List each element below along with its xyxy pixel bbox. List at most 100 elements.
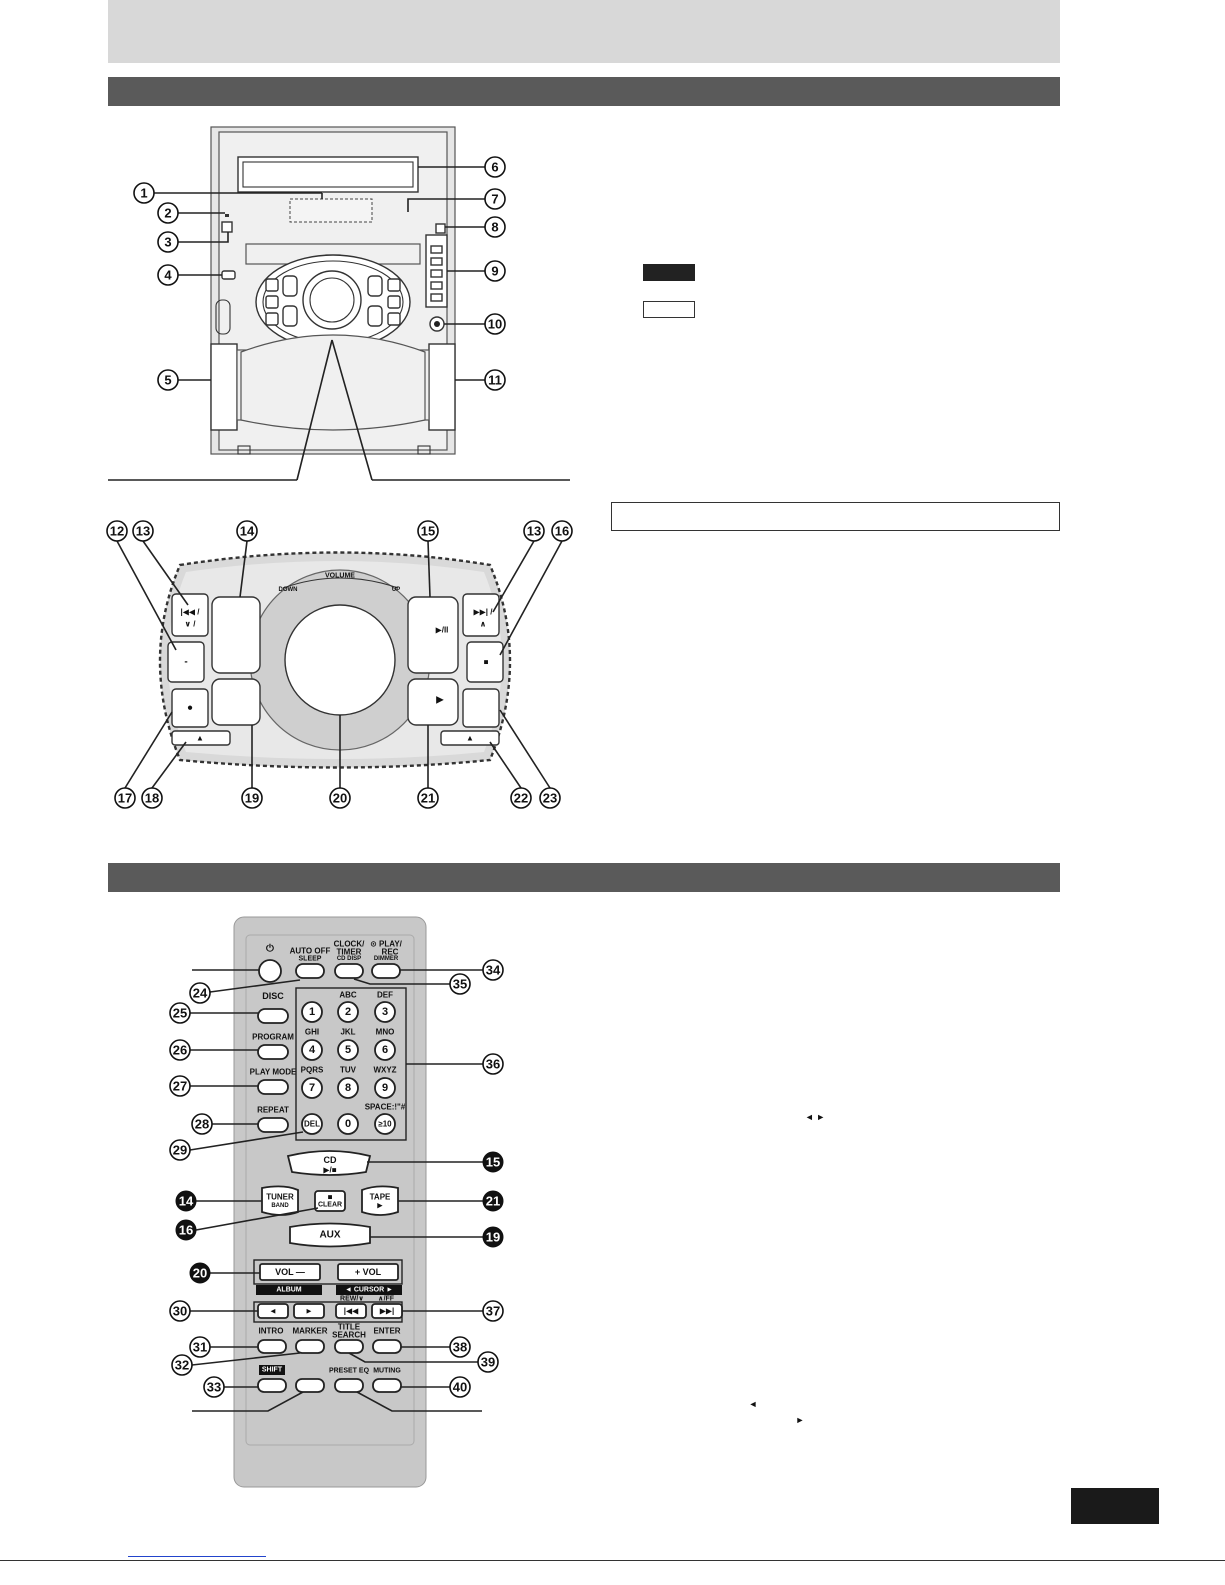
minus-button-panel[interactable] xyxy=(167,641,205,683)
remote-program-button[interactable] xyxy=(257,1044,289,1060)
remote-muting-button[interactable] xyxy=(372,1378,402,1393)
remote-vol-up-button[interactable] xyxy=(337,1263,399,1281)
remote-space-label: SPACE:!"# xyxy=(365,1103,406,1112)
remote-unlabeled-button xyxy=(295,1378,325,1393)
remote-ghi-label: GHI xyxy=(305,1028,319,1037)
page-number-tab xyxy=(1071,1488,1159,1524)
remote-key-4[interactable] xyxy=(301,1039,323,1061)
remote-key-1[interactable] xyxy=(301,1001,323,1023)
power-button[interactable] xyxy=(221,221,233,233)
skip-fwd-button-panel[interactable] xyxy=(462,593,500,637)
panel-volume-knob[interactable] xyxy=(284,604,396,716)
remote-disc-button[interactable] xyxy=(257,1008,289,1024)
standby-indicator xyxy=(225,214,229,217)
panel-eject-left-label: ▲ xyxy=(196,734,204,743)
remote-preset-eq-button[interactable] xyxy=(334,1378,364,1393)
callout-2 xyxy=(157,202,179,224)
panel-minus-label: - xyxy=(184,657,187,668)
display-window xyxy=(289,198,373,223)
callout-34-label: 34 xyxy=(486,963,501,978)
legend-empty-box xyxy=(643,301,695,318)
remote-power-button[interactable] xyxy=(258,959,282,983)
panel-skip-back-label: |◀◀ / xyxy=(181,608,201,617)
callout-20 xyxy=(329,787,351,809)
remote-sleep-label: SLEEP xyxy=(299,956,322,963)
callout-14 xyxy=(236,520,258,542)
callout-15-remote-label: 15 xyxy=(486,1155,500,1170)
remote-rew-label: REW/∨ xyxy=(340,1296,364,1303)
remote-mno-label: MNO xyxy=(376,1028,395,1037)
remote-cd-button[interactable] xyxy=(286,1150,372,1176)
remote-shift-button[interactable] xyxy=(257,1378,287,1393)
remote-rew-symbol: |◀◀ xyxy=(344,1307,359,1316)
remote-del-button[interactable] xyxy=(301,1113,323,1135)
callout-15-remote xyxy=(482,1151,504,1173)
stop-button-panel[interactable] xyxy=(466,641,504,683)
sensor-button[interactable] xyxy=(435,223,446,234)
remote-rew-button[interactable] xyxy=(335,1303,367,1319)
remote-key-4-label: 4 xyxy=(309,1044,316,1056)
callout-12 xyxy=(106,520,128,542)
remote-cd-disp-button[interactable] xyxy=(334,963,364,979)
sound-button[interactable] xyxy=(221,270,236,280)
callout-22-label: 22 xyxy=(514,791,528,806)
panel-stop-label: ■ xyxy=(484,658,489,667)
remote-clear-button[interactable] xyxy=(314,1190,346,1212)
remote-title-search-button[interactable] xyxy=(334,1339,364,1354)
callout-38 xyxy=(449,1336,471,1358)
callout-7-label: 7 xyxy=(491,192,498,207)
remote-key-10[interactable] xyxy=(374,1113,396,1135)
remote-key-9[interactable] xyxy=(374,1077,396,1099)
remote-key-8[interactable] xyxy=(337,1077,359,1099)
skip-back-button-panel[interactable] xyxy=(171,593,209,637)
remote-key-6[interactable] xyxy=(374,1039,396,1061)
aux-button-panel[interactable] xyxy=(211,678,261,726)
panel-eject-right-label: ▲ xyxy=(466,734,474,743)
remote-enter-button[interactable] xyxy=(372,1339,402,1354)
callout-13b-label: 13 xyxy=(527,524,541,539)
remote-sleep-button[interactable] xyxy=(295,963,325,979)
remote-marker-button[interactable] xyxy=(295,1339,325,1354)
rec-button-panel[interactable] xyxy=(171,688,209,728)
remote-repeat-button[interactable] xyxy=(257,1117,289,1133)
text-arrow-3: ► xyxy=(796,1415,805,1425)
remote-tuner-label: TUNER xyxy=(266,1193,294,1202)
callout-37 xyxy=(482,1300,504,1322)
remote-aux-button[interactable] xyxy=(289,1222,371,1248)
tuner-button-panel[interactable] xyxy=(211,596,261,674)
remote-cd-label: CD xyxy=(324,1155,337,1165)
callout-19-label: 19 xyxy=(245,791,259,806)
remote-key-3-label: 3 xyxy=(382,1006,388,1018)
callout-32-label: 32 xyxy=(175,1358,189,1373)
remote-tape-button[interactable] xyxy=(361,1185,399,1216)
callout-24-label: 24 xyxy=(193,986,208,1001)
disc-tray[interactable] xyxy=(237,156,419,193)
cd-play-button-panel[interactable] xyxy=(407,596,459,674)
remote-key-5[interactable] xyxy=(337,1039,359,1061)
remote-key-2[interactable] xyxy=(337,1001,359,1023)
panel-down-label: DOWN xyxy=(279,587,298,593)
remote-key-0[interactable] xyxy=(337,1113,359,1135)
callout-14-remote-label: 14 xyxy=(179,1194,194,1209)
header-band xyxy=(108,0,1060,63)
tape-play-button-panel[interactable] xyxy=(407,678,459,726)
callout-14-remote xyxy=(175,1190,197,1212)
callout-26 xyxy=(169,1039,191,1061)
callout-30-label: 30 xyxy=(173,1304,187,1319)
remote-intro-button[interactable] xyxy=(257,1339,287,1354)
callout-13 xyxy=(132,520,154,542)
deck-button-panel[interactable] xyxy=(462,688,500,728)
remote-album-up-button[interactable] xyxy=(293,1303,325,1319)
remote-key-7[interactable] xyxy=(301,1077,323,1099)
callout-25 xyxy=(169,1002,191,1024)
remote-vol-down-button[interactable] xyxy=(259,1263,321,1281)
remote-key-3[interactable] xyxy=(374,1001,396,1023)
remote-dimmer-button[interactable] xyxy=(371,963,401,979)
callout-28 xyxy=(191,1113,213,1135)
remote-cd-disp-label: CD DISP xyxy=(337,956,361,962)
remote-jkl-label: JKL xyxy=(340,1028,355,1037)
volume-knob[interactable] xyxy=(302,270,362,330)
remote-play-mode-button[interactable] xyxy=(257,1079,289,1095)
callout-21-label: 21 xyxy=(421,791,435,806)
remote-play-mode-label: PLAY MODE xyxy=(250,1068,297,1077)
